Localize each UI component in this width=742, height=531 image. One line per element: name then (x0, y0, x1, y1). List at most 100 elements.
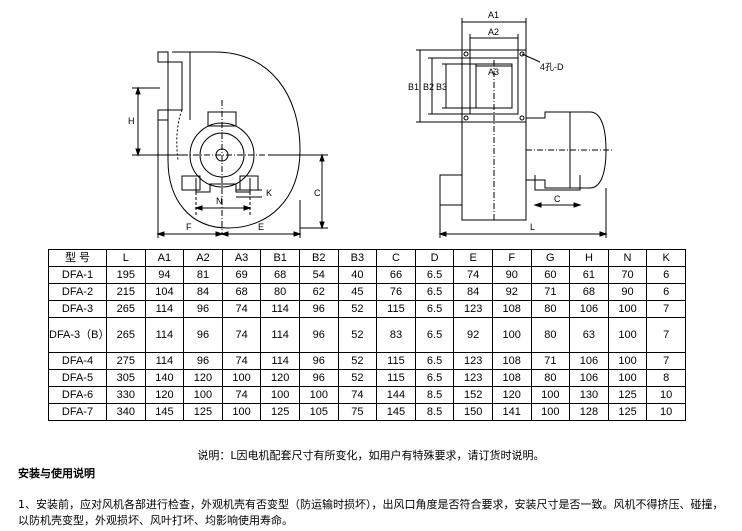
cell-value: 63 (569, 317, 609, 353)
cell-value: 130 (569, 386, 609, 404)
cell-value: 100 (530, 403, 571, 421)
cell-value: 100 (491, 317, 532, 353)
header-k: K (646, 249, 686, 267)
cell-value: 84 (183, 283, 223, 301)
cell-value: 114 (260, 352, 300, 370)
cell-value: 62 (298, 283, 339, 301)
cell-value: 60 (530, 266, 571, 284)
cell-value: 52 (337, 352, 378, 370)
cell-value: 195 (106, 266, 146, 284)
cell-value: 340 (106, 403, 146, 421)
cell-value: 120 (144, 386, 185, 404)
cell-value: 7 (646, 352, 686, 370)
cell-value: 90 (491, 266, 532, 284)
cell-model: DFA-3（B） (48, 317, 110, 353)
cell-value: 6.5 (414, 283, 455, 301)
cell-model: DFA-4 (48, 352, 107, 370)
cell-value: 120 (491, 386, 532, 404)
cell-value: 10 (646, 403, 686, 421)
cell-value: 265 (106, 317, 146, 353)
cell-value: 10 (646, 386, 686, 404)
cell-value: 74 (221, 300, 262, 318)
header-l: L (106, 249, 146, 267)
cell-value: 123 (453, 352, 493, 370)
cell-value: 68 (260, 266, 300, 284)
cell-value: 100 (530, 386, 571, 404)
install-instructions: 1、安装前，应对风机各部进行检查，外观机壳有否变型（防运输时损坏），出风口角度是… (18, 498, 724, 527)
cell-value: 114 (144, 352, 185, 370)
label-a2: A2 (488, 27, 499, 37)
cell-value: 114 (144, 300, 185, 318)
cell-value: 80 (530, 369, 571, 387)
cell-value: 61 (569, 266, 609, 284)
cell-model: DFA-7 (48, 403, 107, 421)
cell-value: 125 (607, 386, 648, 404)
cell-value: 74 (221, 386, 262, 404)
cell-value: 96 (183, 300, 223, 318)
cell-value: 81 (183, 266, 223, 284)
cell-value: 123 (453, 300, 493, 318)
cell-value: 152 (453, 386, 493, 404)
cell-value: 71 (530, 352, 571, 370)
cell-value: 128 (569, 403, 609, 421)
dimension-table: 型 号 L A1 A2 A3 B1 B2 B3 C D E F G H N K … (48, 249, 686, 421)
cell-value: 40 (337, 266, 378, 284)
header-g: G (530, 249, 571, 267)
cell-value: 80 (260, 283, 300, 301)
cell-value: 140 (144, 369, 185, 387)
cell-value: 100 (607, 317, 648, 353)
cell-value: 120 (260, 369, 300, 387)
cell-value: 330 (106, 386, 146, 404)
cell-value: 75 (337, 403, 378, 421)
cell-value: 125 (607, 403, 648, 421)
header-f: F (491, 249, 532, 267)
cell-model: DFA-3 (48, 300, 107, 318)
cell-value: 6.5 (414, 300, 455, 318)
cell-value: 106 (569, 352, 609, 370)
cell-value: 114 (260, 317, 300, 353)
cell-value: 52 (337, 369, 378, 387)
cell-value: 83 (376, 317, 416, 353)
cell-value: 96 (183, 352, 223, 370)
header-d: D (414, 249, 455, 267)
header-h: H (569, 249, 609, 267)
header-model: 型 号 (48, 249, 107, 267)
front-view (416, 18, 612, 238)
label-a3: A3 (488, 67, 499, 77)
label-hole: 4孔-D (540, 62, 564, 72)
cell-value: 74 (221, 317, 262, 353)
cell-value: 80 (530, 300, 571, 318)
cell-value: 114 (144, 317, 185, 353)
cell-value: 100 (221, 403, 262, 421)
header-a2: A2 (183, 249, 223, 267)
header-b3: B3 (337, 249, 378, 267)
cell-value: 52 (337, 317, 378, 353)
header-c: C (376, 249, 416, 267)
cell-value: 74 (337, 386, 378, 404)
label-l: L (530, 222, 535, 232)
cell-value: 96 (298, 300, 339, 318)
cell-model: DFA-2 (48, 283, 107, 301)
cell-model: DFA-1 (48, 266, 107, 284)
cell-value: 74 (221, 352, 262, 370)
cell-value: 100 (607, 352, 648, 370)
cell-value: 145 (376, 403, 416, 421)
cell-value: 6 (646, 283, 686, 301)
cell-value: 68 (569, 283, 609, 301)
cell-value: 7 (646, 300, 686, 318)
cell-value: 96 (298, 352, 339, 370)
cell-value: 108 (491, 300, 532, 318)
cell-value: 6.5 (414, 352, 455, 370)
cell-value: 265 (106, 300, 146, 318)
header-n: N (607, 249, 648, 267)
cell-value: 92 (453, 317, 493, 353)
cell-value: 108 (491, 352, 532, 370)
cell-value: 70 (607, 266, 648, 284)
cell-value: 6.5 (414, 369, 455, 387)
label-h: H (128, 116, 135, 126)
